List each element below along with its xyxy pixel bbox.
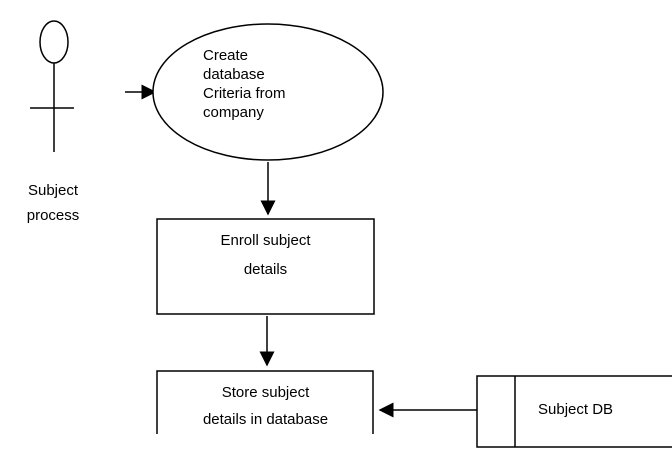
actor-figure [30, 20, 74, 152]
create-criteria-text: Create database Criteria from company [203, 46, 353, 122]
create-criteria-process [152, 23, 384, 161]
create-line2: database [203, 66, 265, 83]
store-line2: details in database [202, 411, 329, 428]
actor-head [39, 20, 69, 64]
create-line4: company [203, 104, 264, 121]
actor-label: Subject process [14, 181, 92, 225]
subject-db-label: Subject DB [538, 401, 614, 418]
enroll-details-box [156, 218, 375, 315]
create-line1: Create [203, 47, 249, 64]
subject-db-store [476, 375, 672, 448]
enroll-details-text: Enroll subject details [157, 231, 374, 279]
actor-label-line2: process [26, 207, 80, 224]
store-line1: Store subject [221, 384, 310, 401]
enroll-line1: Enroll subject [220, 232, 311, 249]
store-details-box [156, 370, 374, 434]
create-line3: Criteria from [203, 85, 286, 102]
actor-label-line1: Subject [27, 182, 79, 199]
store-details-text: Store subject details in database [157, 383, 374, 429]
enroll-line2: details [243, 261, 288, 278]
